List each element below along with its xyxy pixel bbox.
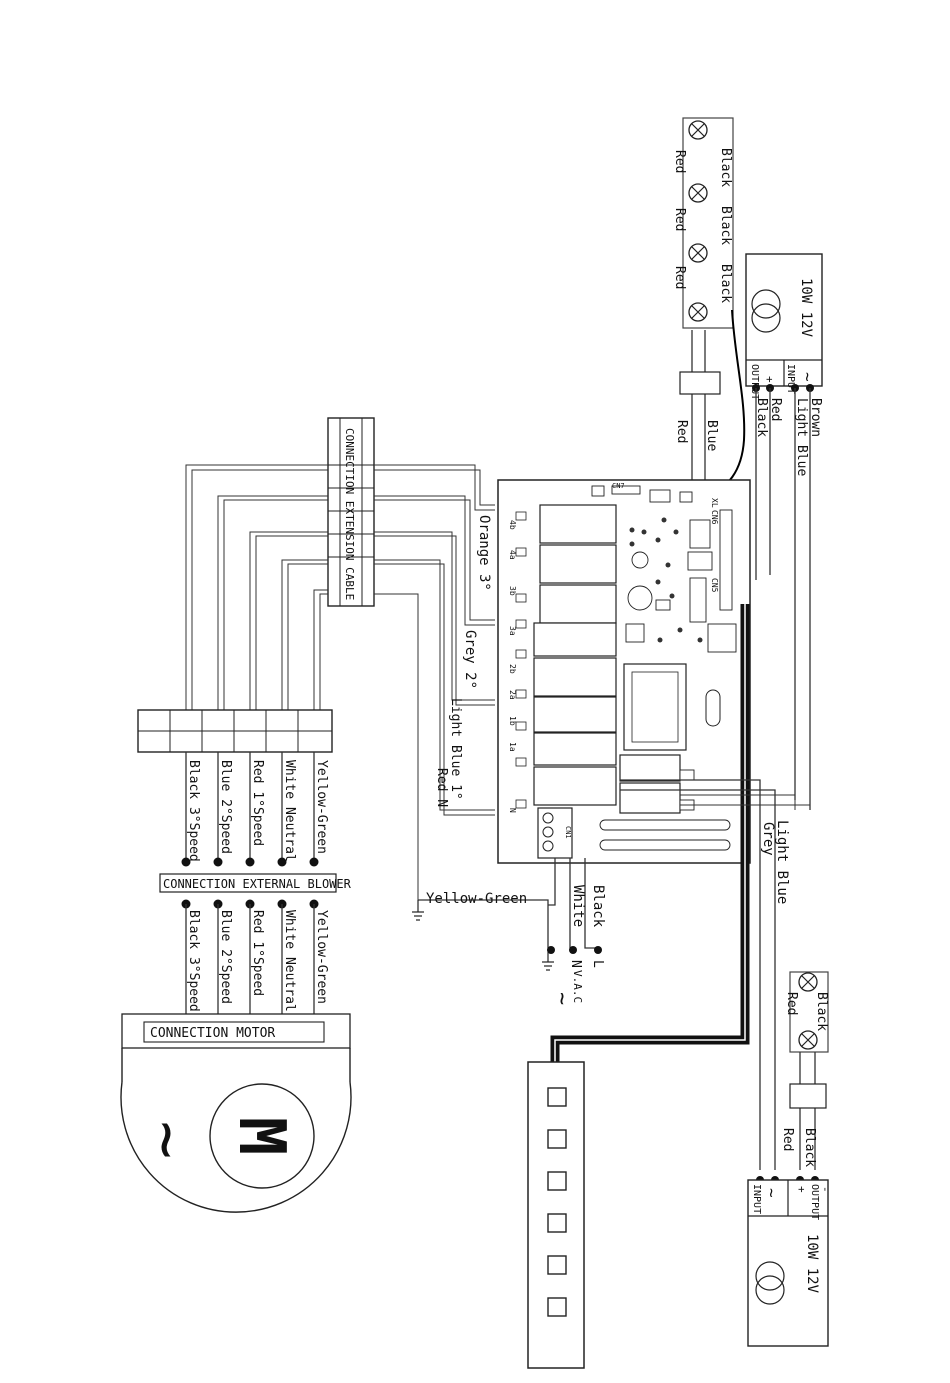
- bottom-lamp: Black Red Red Black: [780, 971, 829, 1170]
- lower-feed-label: Light Blue: [774, 820, 790, 904]
- lower-feed: Grey Light Blue: [620, 779, 811, 1170]
- top-lamp-string: Black Black Black Red Red Red Red Blue: [672, 117, 746, 496]
- ground-icon: [412, 900, 424, 921]
- mains-wire-label: White: [570, 885, 586, 927]
- transformer-symbol: [751, 303, 781, 333]
- relay-label: 1a: [508, 742, 517, 752]
- blower-wire-label: Blue 2°Speed: [218, 910, 233, 1004]
- transformer-output-plus: +: [795, 1186, 808, 1193]
- mains-ac-symbol: ~: [549, 992, 574, 1005]
- lamp-color-label: Black: [718, 148, 733, 187]
- mains-terminal-label: N: [568, 960, 583, 968]
- lamp-color-label: Red: [672, 208, 687, 231]
- transformer-input-label: INPUT: [751, 1184, 762, 1214]
- board-connector-label: CN5: [710, 578, 719, 593]
- lamp-color-label: Red: [784, 992, 799, 1015]
- blower-wire-label: Blue 2°Speed: [218, 760, 233, 854]
- relay-label: 2b: [508, 664, 517, 674]
- mains-wire-label: Black: [590, 885, 606, 928]
- relay-label: 4b: [508, 520, 517, 530]
- transformer-output-plus: +: [763, 376, 776, 383]
- lamp-icon: [798, 972, 818, 992]
- transformer-symbol: [755, 1275, 785, 1305]
- blower-wire-label: White Neutral: [282, 760, 297, 862]
- transformer-ac-symbol: ~: [762, 1188, 781, 1198]
- relay-label: 1b: [508, 716, 517, 726]
- blower-wire-label: Yellow-Green: [314, 760, 329, 854]
- ground-icon: [542, 952, 554, 971]
- bottom-transformer: INPUT ~ OUTPUT + - 10W 12V: [747, 1176, 832, 1347]
- transformer-wire-label: Light Blue: [794, 398, 809, 476]
- blower-wire-label: White Neutral: [282, 910, 297, 1012]
- lamp-icon: [688, 243, 708, 263]
- mains-input: Yellow-Green Black White L N V.A.C ~: [412, 858, 606, 1005]
- board-connector-label: CN6: [710, 510, 719, 525]
- lamp-icon: [688, 120, 708, 140]
- blower-wire-label: Red 1°Speed: [250, 760, 265, 846]
- transformer-input-label: INPUT: [785, 364, 796, 394]
- external-blower-box: [159, 873, 337, 893]
- lamp-feed-label: Blue: [704, 420, 719, 451]
- board-connector-label: CN7: [612, 482, 625, 490]
- blower-wire-label: Black 3°Speed: [186, 910, 201, 1012]
- blower-wire-label: Yellow-Green: [314, 910, 329, 1004]
- blower-wire-label: Red 1°Speed: [250, 910, 265, 996]
- relay-label: 3b: [508, 586, 517, 596]
- transformer-rating: 10W 12V: [804, 1234, 820, 1294]
- transformer-output-label: OUTPUT: [749, 364, 760, 400]
- transformer-output-label: OUTPUT: [809, 1184, 820, 1220]
- motor-symbol: M: [224, 1117, 298, 1156]
- lamp-color-label: Red: [672, 266, 687, 289]
- lamp-color-label: Red: [672, 150, 687, 173]
- bottom-transformer-wire-label: Black: [802, 1128, 817, 1167]
- motor: CONNECTION MOTOR M ~: [120, 1013, 352, 1213]
- board-connector-label: XL: [710, 498, 719, 508]
- blower-wires-top: Black 3°Speed Blue 2°Speed Red 1°Speed W…: [181, 752, 329, 867]
- board-wire-label: Light Blue 1°: [448, 698, 463, 800]
- transformer-wire-label: Black: [754, 398, 769, 437]
- blower-connector: [137, 709, 333, 753]
- extension-cable: CONNECTION EXTENSION CABLE: [327, 417, 375, 607]
- lamp-feed-label: Red: [674, 420, 689, 443]
- extension-cable-label: CONNECTION EXTENSION CABLE: [343, 428, 356, 600]
- lamp-icon: [798, 1030, 818, 1050]
- blower-wire-label: Black 3°Speed: [186, 760, 201, 862]
- lamp-connector: [789, 1083, 827, 1109]
- transformer-wire-label: Brown: [808, 398, 823, 437]
- yellow-green-label: Yellow-Green: [426, 891, 527, 907]
- lamp-icon: [688, 302, 708, 322]
- led-bar: [527, 1061, 585, 1369]
- transformer-rating: 10W 12V: [798, 278, 814, 338]
- relay-label: N: [508, 808, 517, 813]
- motor-ac-symbol: ~: [130, 1121, 204, 1160]
- lower-feed-label: Grey: [760, 822, 776, 856]
- motor-symbol-circle: [209, 1083, 315, 1189]
- board-wire-label: Grey 2°: [462, 630, 478, 689]
- board-connector-label: CN1: [564, 826, 572, 839]
- board-wire-label: Red N: [434, 768, 449, 807]
- lamp-color-label: Black: [718, 206, 733, 245]
- relay-bank: [533, 504, 617, 806]
- top-transformer: 10W 12V OUTPUT + INPUT ~ Black Red Light…: [745, 253, 823, 810]
- mains-terminal-label: V.A.C: [571, 970, 584, 1003]
- lamp-icon: [688, 183, 708, 203]
- relay-label: 3a: [508, 626, 517, 636]
- lamp-connector: [679, 371, 721, 395]
- transformer-output-minus: -: [819, 1186, 832, 1193]
- relay-label: 2a: [508, 690, 517, 700]
- lamp-color-label: Black: [814, 992, 829, 1031]
- control-board: 4b 4a 3b 3a 2b 2a 1b 1a N: [497, 479, 751, 864]
- transformer-wire-label: Red: [768, 398, 783, 421]
- board-wire-label: Orange 3°: [476, 515, 492, 591]
- transformer-ac-symbol: ~: [798, 372, 817, 382]
- mains-terminal-label: L: [590, 960, 605, 968]
- external-blower-label: CONNECTION EXTERNAL BLOWER: [163, 877, 352, 891]
- bottom-transformer-wire-label: Red: [780, 1128, 795, 1151]
- blower-wires-bottom: Black 3°Speed Blue 2°Speed Red 1°Speed W…: [181, 899, 329, 1020]
- motor-connection-label: CONNECTION MOTOR: [150, 1026, 275, 1041]
- lamp-color-label: Black: [718, 264, 733, 303]
- harness-wires: [185, 464, 495, 900]
- relay-label: 4a: [508, 550, 517, 560]
